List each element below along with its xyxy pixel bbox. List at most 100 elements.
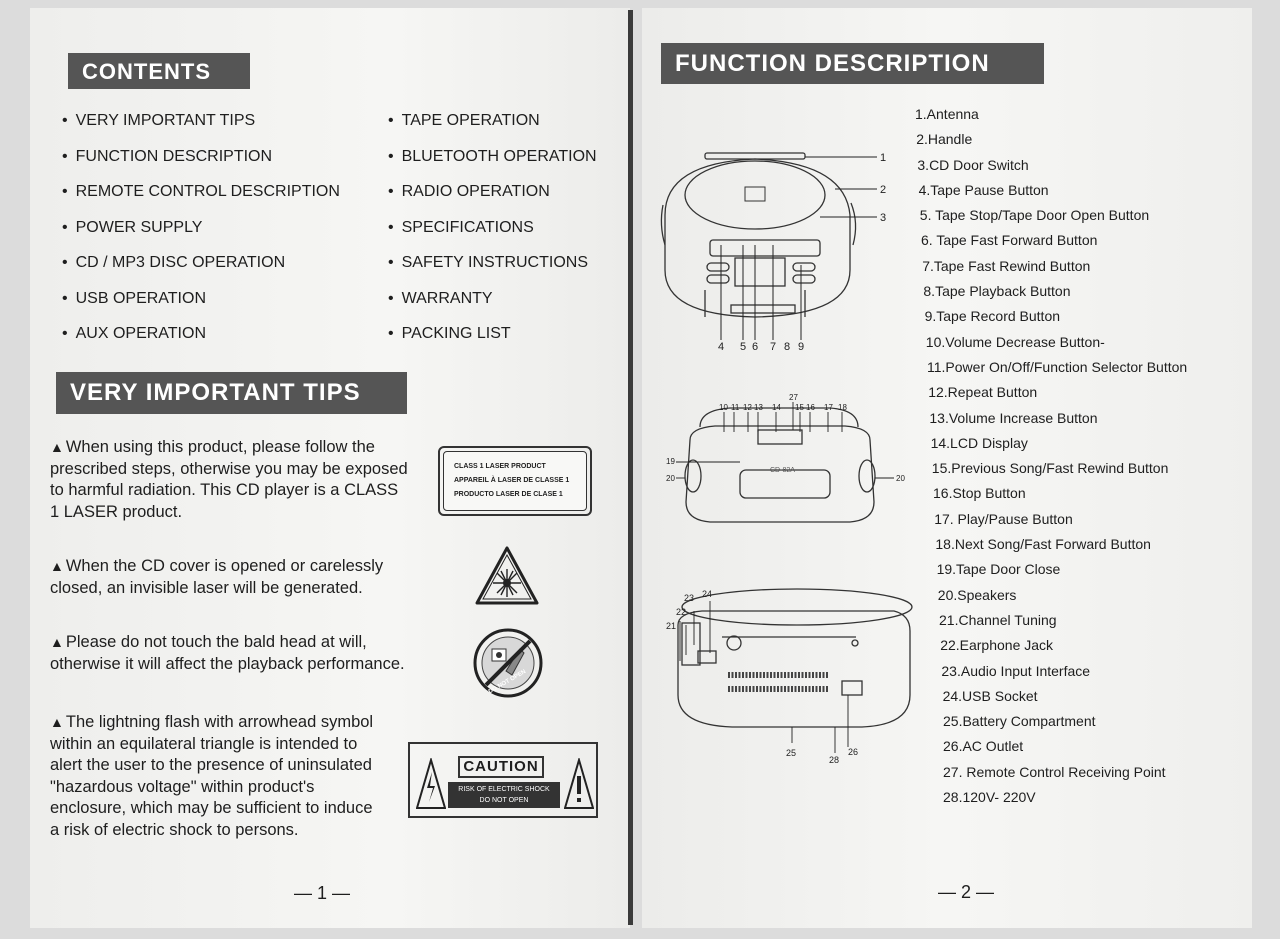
tip-text: When the CD cover is opened or carelessl… [50,557,384,597]
function-item: 27. Remote Control Receiving Point [943,763,1166,780]
diagram-front-view: CD-82A 10 11 12 13 14 15 16 17 18 27 19 … [666,393,905,523]
tip-4: ▲The lightning flash with arrowhead symb… [50,712,380,841]
function-item: 2.Handle [916,131,973,148]
callout: 11 [731,403,740,412]
callout: 5 [740,341,746,353]
contents-list-col1: VERY IMPORTANT TIPSFUNCTION DESCRIPTIONR… [62,112,340,361]
function-heading: FUNCTION DESCRIPTION [661,43,1044,84]
function-item: 23.Audio Input Interface [941,662,1091,679]
diagram-rear-view: 21 22 23 24 25 26 28 [666,588,913,765]
function-item: 17. Play/Pause Button [934,510,1073,527]
caution-sub-line: DO NOT OPEN [479,797,529,804]
callout: 8 [784,341,790,353]
laser-label-line: CLASS 1 LASER PRODUCT [454,463,546,470]
laser-label-line: APPAREIL À LASER DE CLASSE 1 [454,477,570,484]
contents-item: CD / MP3 DISC OPERATION [62,254,340,290]
warning-triangle-icon: ▲ [50,558,64,574]
exclamation-warning-icon [564,758,594,809]
function-list: 1.Antenna 2.Handle 3.CD Door Switch 4.Tape … [915,102,1187,810]
contents-item: FUNCTION DESCRIPTION [62,148,340,184]
tip-text: Please do not touch the bald head at wil… [50,633,405,673]
model-label: CD-82A [770,467,795,474]
caution-label: CAUTION RISK OF ELECTRIC SHOCK DO NOT OP… [408,742,598,818]
function-item: 25.Battery Compartment [943,713,1096,730]
function-item: 5. Tape Stop/Tape Door Open Button [919,207,1150,224]
function-item: 20.Speakers [937,586,1017,603]
callout: 19 [666,457,675,466]
callout: 6 [752,341,758,353]
function-item: 28.120V- 220V [943,789,1036,806]
callout: 2 [880,184,886,196]
contents-item: VERY IMPORTANT TIPS [62,112,340,148]
function-item: 7.Tape Fast Rewind Button [922,257,1091,274]
contents-item: RADIO OPERATION [388,183,597,219]
function-item: 10.Volume Decrease Button- [925,333,1105,350]
function-item: 9.Tape Record Button [924,308,1061,325]
callout: 25 [786,748,796,758]
function-item: 4.Tape Pause Button [918,181,1049,198]
contents-item: REMOTE CONTROL DESCRIPTION [62,183,340,219]
page-number-left: — 1 — [294,883,351,903]
contents-heading: CONTENTS [68,53,250,89]
tip-2: ▲When the CD cover is opened or careless… [50,556,410,599]
callout: 17 [824,403,833,412]
function-item: 13.Volume Increase Button [929,409,1098,426]
function-item: 12.Repeat Button [928,384,1038,401]
function-item: 22.Earphone Jack [940,637,1054,654]
callout: 16 [806,403,815,412]
callout: 13 [754,403,763,412]
warning-triangle-icon: ▲ [50,714,64,730]
callout: 4 [718,341,724,353]
callout: 21 [666,621,676,631]
function-item: 16.Stop Button [933,485,1026,502]
contents-item: BLUETOOTH OPERATION [388,148,597,184]
tip-text: When using this product, please follow t… [50,438,408,521]
function-item: 3.CD Door Switch [917,156,1029,173]
contents-item: AUX OPERATION [62,325,340,361]
callout: 28 [829,755,839,765]
tip-text: The lightning flash with arrowhead symbo… [50,713,374,839]
function-item: 19.Tape Door Close [936,561,1061,578]
contents-item: PACKING LIST [388,325,597,361]
callout: 20 [666,474,675,483]
function-item: 26.AC Outlet [943,738,1024,755]
book-spine [628,10,633,925]
callout: 14 [772,403,781,412]
tip-1: ▲When using this product, please follow … [50,437,410,523]
callout: 9 [798,341,804,353]
callout: 20 [896,474,905,483]
page-number-right: — 2 — [938,882,995,902]
tips-heading: VERY IMPORTANT TIPS [56,372,407,414]
callout: 12 [743,403,752,412]
warning-triangle-icon: ▲ [50,439,64,455]
class1-laser-label: CLASS 1 LASER PRODUCT APPAREIL À LASER D… [438,446,592,516]
function-item: 14.LCD Display [930,434,1028,451]
function-item: 24.USB Socket [942,687,1038,704]
caution-sub-line: RISK OF ELECTRIC SHOCK [458,786,550,793]
diagram-top-view: 1 2 3 4 5 6 7 8 9 [660,152,886,353]
callout: 26 [848,747,858,757]
contents-item: WARRANTY [388,290,597,326]
callout: 23 [684,593,694,603]
warning-triangle-icon: ▲ [50,634,64,650]
contents-item: SPECIFICATIONS [388,219,597,255]
function-item: 1.Antenna [915,106,979,122]
do-not-touch-icon: DO NOT OPEN [473,628,543,698]
contents-list-col2: TAPE OPERATIONBLUETOOTH OPERATIONRADIO O… [388,112,597,361]
tip-3: ▲Please do not touch the bald head at wi… [50,632,410,675]
laser-warning-icon [475,546,539,605]
caution-subtitle: RISK OF ELECTRIC SHOCK DO NOT OPEN [448,782,560,808]
callout: 10 [719,403,728,412]
callout: 24 [702,589,712,599]
function-item: 21.Channel Tuning [939,611,1057,628]
callout: 22 [676,607,686,617]
callout: 7 [770,341,776,353]
contents-item: USB OPERATION [62,290,340,326]
callout: 15 [795,403,804,412]
contents-item: POWER SUPPLY [62,219,340,255]
contents-item: TAPE OPERATION [388,112,597,148]
callout: 18 [838,403,847,412]
function-item: 18.Next Song/Fast Forward Button [935,536,1151,553]
contents-item: SAFETY INSTRUCTIONS [388,254,597,290]
function-item: 6. Tape Fast Forward Button [921,232,1098,249]
